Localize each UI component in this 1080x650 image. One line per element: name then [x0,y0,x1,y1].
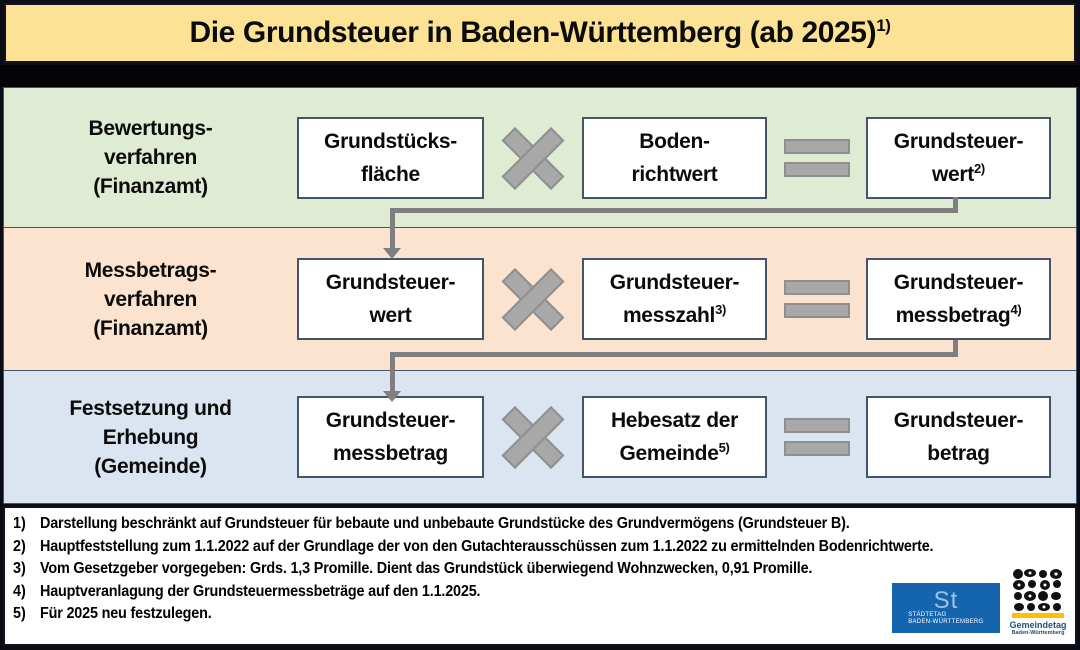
equals-icon [783,138,850,177]
row-label-line: Festsetzung und [69,396,232,420]
row-label-line: Erhebung [102,425,199,449]
row-label-line: (Finanzamt) [93,316,208,340]
row-label-line: Messbetrags- [84,258,217,282]
process-row-festsetzung: Festsetzung und Erhebung (Gemeinde) Grun… [3,370,1077,504]
footnotes-panel: 1) Darstellung beschränkt auf Grundsteue… [3,506,1077,646]
gemeindetag-region: Baden-Württemberg [1011,630,1065,636]
multiply-icon [501,268,565,331]
multiply-icon [501,406,565,469]
box-hebesatz-gemeinde: Hebesatz der Gemeinde5) [582,396,767,478]
flow-diagram: Bewertungs- verfahren (Finanzamt) Grunds… [3,87,1077,506]
box-grundsteuermessbetrag-result: Grundsteuer- messbetrag4) [866,258,1051,340]
footnote-2: 2) Hauptfeststellung zum 1.1.2022 auf de… [13,536,1066,559]
gemeindetag-logo: Gemeindetag Baden-Württemberg [1009,568,1067,637]
title-separator-band [0,65,1080,87]
row-label-festsetzung: Festsetzung und Erhebung (Gemeinde) [4,394,297,481]
staedtetag-monogram-icon: St [933,587,959,614]
footnote-number: 1) [13,515,26,533]
row-label-line: (Gemeinde) [94,454,207,478]
arrow-down-icon [383,391,401,402]
row-label-bewertung: Bewertungs- verfahren (Finanzamt) [4,114,297,201]
page-title: Die Grundsteuer in Baden-Württemberg (ab… [189,16,890,50]
box-grundsteuerwert: Grundsteuer- wert [297,258,484,340]
box-grundsteuerwert-result: Grundsteuer- wert2) [866,116,1051,199]
staedtetag-caption: STÄDTETAG BADEN-WÜRTTEMBERG [908,612,984,625]
box-grundsteuermesszahl: Grundsteuer- messzahl3) [582,258,767,340]
row-label-line: verfahren [103,287,197,311]
gemeindetag-mosaic-icon [1012,568,1064,612]
footnote-text: Vom Gesetzgeber vorgegeben: Grds. 1,3 Pr… [40,560,813,578]
row-label-line: verfahren [103,146,197,169]
gemeindetag-name: Gemeindetag [1009,620,1067,630]
box-grundstuecksflaeche: Grundstücks- fläche [297,116,484,199]
equals-icon [783,280,850,318]
process-row-messbetrag: Messbetrags- verfahren (Finanzamt) Grund… [3,227,1077,371]
footnote-4: 4) Hauptveranlagung der Grundsteuermessb… [13,581,1066,604]
title-bar: Die Grundsteuer in Baden-Württemberg (ab… [4,3,1076,63]
equals-icon [783,418,850,456]
row-label-messbetrag: Messbetrags- verfahren (Finanzamt) [4,256,297,343]
multiply-icon [501,126,565,190]
page-title-footnote-ref: 1) [876,16,891,35]
footnote-text: Hauptfeststellung zum 1.1.2022 auf der G… [40,537,934,555]
box-grundsteuerbetrag-result: Grundsteuer- betrag [866,396,1051,478]
footnote-text: Hauptveranlagung der Grundsteuermessbetr… [40,582,481,600]
footnote-text: Für 2025 neu festzulegen. [40,605,212,623]
box-bodenrichtwert: Boden- richtwert [582,116,767,199]
footnote-number: 3) [13,560,26,578]
process-row-bewertung: Bewertungs- verfahren (Finanzamt) Grunds… [3,87,1077,228]
box-grundsteuermessbetrag: Grundsteuer- messbetrag [297,396,484,478]
footnote-1: 1) Darstellung beschränkt auf Grundsteue… [13,513,1066,536]
row-label-line: Bewertungs- [88,117,213,140]
footnote-3: 3) Vom Gesetzgeber vorgegeben: Grds. 1,3… [13,558,1066,581]
gemeindetag-yellow-bar [1012,613,1064,618]
arrow-down-icon [383,248,401,259]
footnote-number: 2) [13,537,26,555]
staedtetag-logo: St STÄDTETAG BADEN-WÜRTTEMBERG [892,583,1000,633]
footnote-text: Darstellung beschränkt auf Grundsteuer f… [40,515,850,533]
footnote-5: 5) Für 2025 neu festzulegen. [13,603,1066,626]
footnote-number: 4) [13,582,26,600]
footnote-number: 5) [13,605,26,623]
row-label-line: (Finanzamt) [93,175,208,198]
page-title-text: Die Grundsteuer in Baden-Württemberg (ab… [189,16,877,49]
